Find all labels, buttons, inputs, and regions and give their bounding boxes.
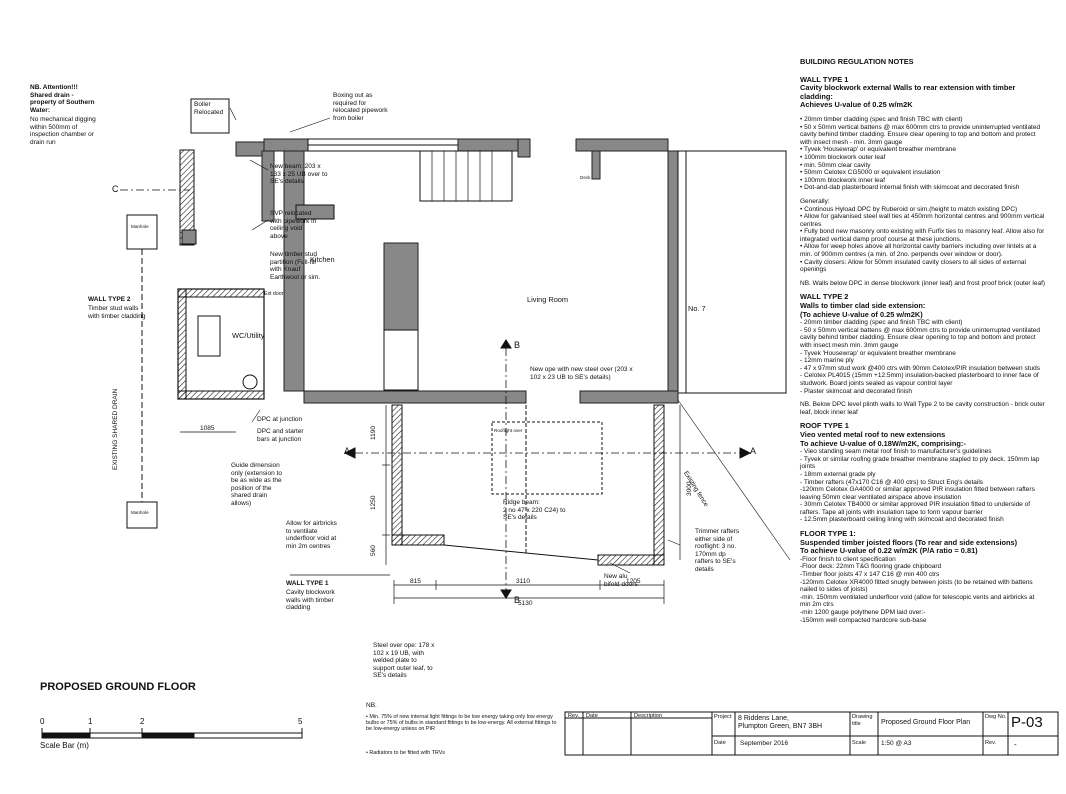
floor-items: -Floor finish to client specification -F… bbox=[800, 555, 1035, 624]
section-b-top: B bbox=[514, 340, 521, 350]
tb-drawing-title: Proposed Ground Floor Plan bbox=[881, 719, 971, 726]
wall-type2-title: WALL TYPE 2 bbox=[88, 296, 131, 303]
boiler-box bbox=[190, 98, 230, 134]
wall-type1-title: WALL TYPE 1 bbox=[286, 580, 329, 587]
steel-over-ope-note: Steel over ope: 178 x 102 x 19 UB, with … bbox=[373, 642, 435, 680]
tb-project-header: Project bbox=[714, 714, 732, 720]
wc-utility-label: WC/Utility bbox=[232, 331, 265, 340]
nb-bottom-line1: • Min. 75% of new internal light fitting… bbox=[366, 714, 557, 733]
wall1-uvalue: Achieves U-value of 0.25 w/m2K bbox=[800, 100, 913, 110]
dpc-starter-note: DPC and starter bars at junction bbox=[257, 428, 304, 443]
shared-drain-label: EXISTING SHARED DRAIN bbox=[112, 388, 119, 470]
sink-fixture bbox=[197, 315, 221, 357]
wall2-title: WALL TYPE 2 bbox=[800, 292, 849, 302]
tb-scale: 1:50 @ A3 bbox=[881, 740, 912, 747]
scale-bar-label: Scale Bar (m) bbox=[40, 741, 89, 750]
boxing-out-note: Boxing out as required for relocated pip… bbox=[333, 92, 388, 122]
nb-bottom-line2: • Radiators to be fitted with TRVs bbox=[366, 750, 445, 756]
dim-560: 560 bbox=[370, 545, 377, 556]
tb-rev: - bbox=[1014, 740, 1017, 749]
wc-fixture bbox=[242, 374, 258, 390]
manhole-label-1: Manhole bbox=[131, 224, 149, 229]
ridge-beam-note: Ridge beam: 2 no 47 x 220 C24) to SE's d… bbox=[503, 499, 566, 522]
dim-3000: 3000 bbox=[686, 481, 693, 496]
tb-rev-header: Rev. bbox=[568, 713, 580, 719]
dim-3110: 3110 bbox=[516, 578, 530, 585]
tb-rev-label: Rev. bbox=[985, 740, 997, 746]
dpc-junction-note: DPC at junction bbox=[257, 416, 303, 423]
wall2-subtitle: Walls to timber clad side extension: (To… bbox=[800, 301, 926, 319]
living-room-label: Living Room bbox=[527, 295, 569, 304]
deck-label: Deck bbox=[580, 175, 591, 180]
new-beam-note: New beam: 203 x 133 x 25 UB over to SE's… bbox=[270, 163, 328, 186]
wall1-items: • 20mm timber cladding (spec and finish … bbox=[800, 115, 1041, 192]
dim-1085: 1085 bbox=[200, 425, 215, 432]
boiler-label: Boiler Relocated bbox=[194, 101, 224, 116]
scale-tick-2: 2 bbox=[140, 717, 145, 726]
trimmer-rafters-note: Trimmer rafters either side of rooflight… bbox=[695, 528, 740, 573]
tb-date: September 2016 bbox=[740, 740, 789, 747]
generally-notes: Generally: • Continous Hyload DPC by Rub… bbox=[800, 197, 1045, 274]
wall1-title: WALL TYPE 1 bbox=[800, 74, 849, 84]
notes-heading: BUILDING REGULATION NOTES bbox=[800, 57, 914, 66]
tb-drawing-header: Drawing title bbox=[852, 714, 873, 727]
section-a-right: A bbox=[750, 446, 757, 456]
nb-plinth: NB. Below DPC level plinth walls to Wall… bbox=[800, 401, 1045, 416]
tb-dwg-no: P-03 bbox=[1011, 714, 1043, 731]
dim-815: 815 bbox=[410, 578, 421, 585]
guide-dimension-note: Guide dimension only (extension to be as… bbox=[231, 462, 282, 507]
building-regulation-notes: BUILDING REGULATION NOTES WALL TYPE 1 Ca… bbox=[800, 57, 1046, 630]
section-c-left: C bbox=[112, 184, 119, 194]
floor-subtitle: Suspended timber joisted floors (To rear… bbox=[800, 537, 1018, 556]
roof-items: - Vieo standing seam metal roof finish t… bbox=[800, 448, 1040, 524]
wall-type1-body: Cavity blockwork walls with timber cladd… bbox=[286, 589, 335, 612]
tb-desc-header: Description bbox=[634, 713, 662, 719]
svp-note: SVP relocated with pipework in ceiling v… bbox=[270, 210, 317, 240]
nb-bottom-title: NB. bbox=[366, 702, 377, 709]
stud-partition-note: New timber stud partition (Full-fill wit… bbox=[270, 251, 321, 281]
wall-type2-body: Timber stud walls with timber cladding bbox=[88, 305, 146, 320]
tb-project: 8 Riddens Lane, Plumpton Green, BN7 3BH bbox=[738, 715, 823, 730]
wall1-subtitle: Cavity blockwork external Walls to rear … bbox=[800, 83, 1016, 101]
tb-scale-label: Scale bbox=[852, 740, 866, 746]
alu-doors-note: New alu bifold doors bbox=[604, 573, 638, 588]
scale-tick-1: 1 bbox=[88, 717, 93, 726]
rooflight-outline bbox=[491, 421, 603, 495]
nb-attention-title: NB. Attention!!! Shared drain - property… bbox=[30, 84, 95, 114]
nb-attention-body: No mechanical digging within 500mm of in… bbox=[30, 116, 96, 146]
new-ope-note: New ope with new steel over (203 x 102 x… bbox=[530, 366, 633, 381]
rooflight-label: Rooflight over bbox=[494, 428, 523, 433]
tb-date-header: Date bbox=[586, 713, 598, 719]
scale-tick-0: 0 bbox=[40, 717, 45, 726]
tb-dwg-no-header: Dwg No. bbox=[985, 714, 1007, 720]
dim-5130: 5130 bbox=[518, 600, 533, 607]
airbricks-note: Allow for airbricks to ventilate underfl… bbox=[286, 520, 337, 550]
drawing-title: PROPOSED GROUND FLOOR bbox=[40, 681, 196, 693]
no7-label: No. 7 bbox=[688, 304, 706, 313]
scale-tick-5: 5 bbox=[298, 717, 303, 726]
dim-1205: 1205 bbox=[626, 578, 641, 585]
manhole-1 bbox=[126, 214, 158, 250]
floor-title: FLOOR TYPE 1: bbox=[800, 529, 856, 539]
nb-walls-dpc: NB. Walls below DPC in dense blockwork (… bbox=[800, 279, 1046, 287]
dim-1190: 1190 bbox=[370, 426, 377, 440]
kitchen-label: Kitchen bbox=[310, 255, 335, 264]
manhole-2 bbox=[126, 501, 158, 529]
wall2-items: - 20mm timber cladding (spec and finish … bbox=[800, 319, 1040, 395]
section-a-left: A bbox=[344, 446, 351, 456]
roof-title: ROOF TYPE 1 bbox=[800, 421, 849, 431]
dim-1250: 1250 bbox=[370, 495, 377, 510]
tb-date-label: Date bbox=[714, 740, 726, 746]
manhole-label-2: Manhole bbox=[131, 510, 149, 515]
roof-subtitle: Vieo vented metal roof to new extensions… bbox=[800, 429, 966, 448]
section-b-bottom: B bbox=[514, 595, 521, 605]
ext-door-label: Ext door bbox=[264, 291, 284, 297]
